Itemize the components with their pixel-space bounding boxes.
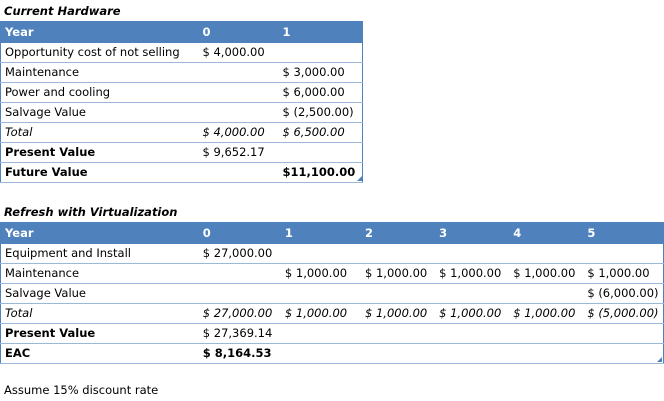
cell[interactable] <box>587 243 664 264</box>
virt-header-y1[interactable]: 1 <box>284 222 366 244</box>
virt-header-year[interactable]: Year <box>0 222 203 244</box>
cell[interactable] <box>587 323 664 344</box>
current-header-y0[interactable]: 0 <box>202 21 283 43</box>
virtualization-table: Year 0 1 2 3 4 5 Equipment and Install $… <box>0 222 664 364</box>
cell[interactable] <box>439 323 514 344</box>
cell[interactable]: $ 1,000.00 <box>284 263 366 284</box>
virt-header-y3[interactable]: 3 <box>439 222 514 244</box>
table-row-total: Total $ 4,000.00 $ 6,500.00 <box>0 122 363 143</box>
table-row-present-value: Present Value $ 9,652.17 <box>0 142 363 163</box>
cell[interactable]: $ 1,000.00 <box>439 263 514 284</box>
cell[interactable] <box>587 343 664 364</box>
row-label[interactable]: Present Value <box>0 142 203 163</box>
cell[interactable]: $ 8,164.53 <box>202 343 285 364</box>
cell[interactable] <box>202 263 285 284</box>
cell[interactable] <box>365 323 440 344</box>
cell[interactable]: $ (2,500.00) <box>282 102 363 123</box>
cell[interactable] <box>513 343 588 364</box>
cell[interactable]: $ 1,000.00 <box>365 303 440 324</box>
cell[interactable]: $ 1,000.00 <box>587 263 664 284</box>
cell[interactable]: $ 27,000.00 <box>202 303 285 324</box>
cell[interactable]: $ 9,652.17 <box>202 142 283 163</box>
cell[interactable] <box>284 283 366 304</box>
cell[interactable]: $ 27,369.14 <box>202 323 285 344</box>
row-label[interactable]: Salvage Value <box>0 283 203 304</box>
cell[interactable] <box>202 102 283 123</box>
table-row-present-value: Present Value $ 27,369.14 <box>0 323 664 344</box>
table-row-future-value: Future Value $11,100.00 <box>0 162 363 183</box>
table-row: Maintenance $ 3,000.00 <box>0 62 363 83</box>
cell[interactable] <box>439 283 514 304</box>
cell[interactable]: $ (6,000.00) <box>587 283 664 304</box>
cell[interactable] <box>202 62 283 83</box>
row-label[interactable]: Future Value <box>0 162 203 183</box>
cell[interactable] <box>439 343 514 364</box>
virt-header-y4[interactable]: 4 <box>513 222 588 244</box>
cell[interactable] <box>284 343 366 364</box>
virt-header-row: Year 0 1 2 3 4 5 <box>0 222 664 244</box>
virt-header-y5[interactable]: 5 <box>587 222 664 244</box>
cell[interactable]: $ 1,000.00 <box>365 263 440 284</box>
table-row-eac: EAC $ 8,164.53 <box>0 343 664 364</box>
cell[interactable]: $ 1,000.00 <box>439 303 514 324</box>
row-label[interactable]: EAC <box>0 343 203 364</box>
cell[interactable]: $ 4,000.00 <box>202 42 283 63</box>
table-resize-handle[interactable] <box>357 176 362 181</box>
table-row: Opportunity cost of not selling $ 4,000.… <box>0 42 363 63</box>
row-label[interactable]: Maintenance <box>0 263 203 284</box>
row-label[interactable]: Opportunity cost of not selling <box>0 42 203 63</box>
cell[interactable]: $ 1,000.00 <box>284 303 366 324</box>
table-row: Salvage Value $ (6,000.00) <box>0 283 664 304</box>
table-row: Power and cooling $ 6,000.00 <box>0 82 363 103</box>
current-header-row: Year 0 1 <box>0 21 363 43</box>
cell[interactable]: $ 4,000.00 <box>202 122 283 143</box>
cell[interactable]: $ 1,000.00 <box>513 263 588 284</box>
cell[interactable]: $ 6,500.00 <box>282 122 363 143</box>
current-header-y1[interactable]: 1 <box>282 21 363 43</box>
virt-header-y0[interactable]: 0 <box>202 222 285 244</box>
current-hardware-table: Year 0 1 Opportunity cost of not selling… <box>0 21 363 183</box>
current-hardware-title: Current Hardware <box>4 4 121 18</box>
table-resize-handle[interactable] <box>657 357 662 362</box>
cell[interactable] <box>202 283 285 304</box>
cell[interactable]: $ 6,000.00 <box>282 82 363 103</box>
discount-rate-note: Assume 15% discount rate <box>4 383 159 397</box>
cell[interactable] <box>513 243 588 264</box>
cell[interactable] <box>202 82 283 103</box>
row-label[interactable]: Present Value <box>0 323 203 344</box>
row-label[interactable]: Power and cooling <box>0 82 203 103</box>
cell[interactable]: $ 27,000.00 <box>202 243 285 264</box>
current-header-year[interactable]: Year <box>0 21 203 43</box>
row-label[interactable]: Equipment and Install <box>0 243 203 264</box>
cell[interactable] <box>365 343 440 364</box>
cell[interactable] <box>284 323 366 344</box>
virt-header-y2[interactable]: 2 <box>365 222 440 244</box>
cell[interactable] <box>284 243 366 264</box>
virtualization-title: Refresh with Virtualization <box>4 205 178 219</box>
cell[interactable] <box>282 142 363 163</box>
table-row-total: Total $ 27,000.00 $ 1,000.00 $ 1,000.00 … <box>0 303 664 324</box>
cell[interactable]: $ 1,000.00 <box>513 303 588 324</box>
cell[interactable] <box>365 243 440 264</box>
cell[interactable]: $ 3,000.00 <box>282 62 363 83</box>
row-label[interactable]: Maintenance <box>0 62 203 83</box>
cell[interactable] <box>202 162 283 183</box>
table-row: Salvage Value $ (2,500.00) <box>0 102 363 123</box>
table-row: Equipment and Install $ 27,000.00 <box>0 243 664 264</box>
cell[interactable] <box>365 283 440 304</box>
table-row: Maintenance $ 1,000.00 $ 1,000.00 $ 1,00… <box>0 263 664 284</box>
cell[interactable]: $ (5,000.00) <box>587 303 664 324</box>
row-label[interactable]: Total <box>0 303 203 324</box>
row-label[interactable]: Salvage Value <box>0 102 203 123</box>
cell[interactable] <box>513 283 588 304</box>
cell[interactable] <box>282 42 363 63</box>
cell[interactable] <box>439 243 514 264</box>
cell[interactable]: $11,100.00 <box>282 162 363 183</box>
row-label[interactable]: Total <box>0 122 203 143</box>
cell[interactable] <box>513 323 588 344</box>
